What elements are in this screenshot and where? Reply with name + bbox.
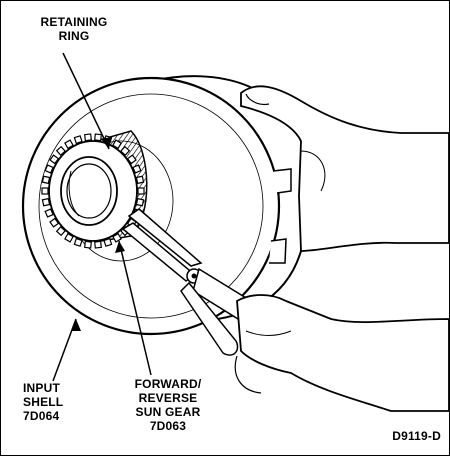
gear-tooth <box>112 139 122 150</box>
gear-tooth <box>64 232 74 243</box>
gear-tooth <box>135 175 145 185</box>
gear-tooth <box>94 133 102 142</box>
gear-tooth <box>137 187 145 195</box>
sun-gear-label: FORWARD/ REVERSE SUN GEAR 7D063 <box>134 377 202 433</box>
gear-tooth <box>55 145 66 156</box>
gear-tooth <box>120 145 131 156</box>
retaining-ring-label: RETAINING RING <box>40 15 108 43</box>
retaining-ring <box>66 163 112 219</box>
gear-tooth <box>132 164 142 174</box>
leader-lines <box>52 52 152 382</box>
gear-tooth <box>44 164 54 174</box>
gear-tooth <box>55 226 66 237</box>
gear-tooth <box>64 139 74 150</box>
gear-tooth <box>94 240 102 249</box>
gear-tooth <box>84 133 92 142</box>
gear-tooth <box>84 240 92 249</box>
hands <box>234 85 449 412</box>
gear-tooth <box>41 197 51 207</box>
gear-tooth <box>41 175 51 185</box>
figure-code: D9119-D <box>392 429 441 443</box>
gear-tooth <box>44 208 54 218</box>
input-shell-label: INPUT SHELL 7D064 <box>23 381 64 423</box>
gear-tooth <box>41 187 49 195</box>
gear-tooth <box>112 232 122 243</box>
gear-tooth <box>135 197 145 207</box>
